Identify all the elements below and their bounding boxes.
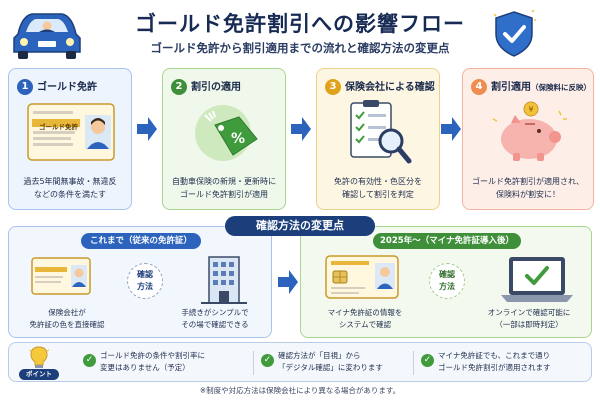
step-2-description: 自動車保険の新規・更新時に ゴールド免許割引が適用 bbox=[163, 175, 285, 201]
laptop-check-icon bbox=[501, 257, 573, 302]
flow-arrow-icon bbox=[291, 117, 311, 141]
point-text-line: ゴールド免許割引が適用されます bbox=[438, 363, 551, 372]
checklist-magnifier-icon bbox=[350, 100, 412, 164]
point-text-line: 確認方法が「目視」から bbox=[278, 351, 361, 360]
point-label: ポイント bbox=[19, 369, 59, 380]
panel-text-line: マイナ免許証の情報を bbox=[327, 308, 403, 317]
step-title-text: ゴールド免許 bbox=[37, 82, 97, 93]
card-label: ゴールド免許 bbox=[39, 123, 78, 131]
step-1-gold-license: 1 ゴールド免許 ゴールド免許 過去5年間無事故・無違反 などの条件を満たす bbox=[8, 68, 132, 210]
step-3-description: 免許の有効性・色区分を 確認して割引を判定 bbox=[317, 175, 439, 201]
panel-text-line: その場で確認できる bbox=[181, 320, 249, 329]
check-icon: ✓ bbox=[421, 354, 434, 367]
bubble-text-line: 確認 bbox=[137, 270, 153, 279]
panel-text-line: 手続きがシンプルで bbox=[181, 308, 249, 317]
discount-tag-symbol: % bbox=[231, 131, 246, 147]
point-item-text: ゴールド免許の条件や割引率に 変更はありません（予定） bbox=[100, 350, 205, 374]
step-title: 1 ゴールド免許 bbox=[17, 78, 97, 95]
old-method-bubble: 確認 方法 bbox=[127, 263, 163, 299]
step-text-line: 免許の有効性・色区分を bbox=[334, 177, 422, 186]
panel-text-line: オンラインで確認可能に bbox=[487, 308, 571, 317]
flow-arrow-icon bbox=[137, 117, 157, 141]
old-method-panel: これまで（従来の免許証） 保険会社が 免許証の色を直接確認 確認 方法 手続きが… bbox=[8, 226, 272, 338]
step-number: 4 bbox=[471, 79, 487, 95]
new-method-left-text: マイナ免許証の情報を システムで確認 bbox=[307, 307, 423, 331]
step-text-line: ゴールド免許割引が適用 bbox=[180, 190, 268, 199]
point-divider bbox=[413, 351, 414, 375]
license-card-icon bbox=[31, 257, 91, 295]
step-1-description: 過去5年間無事故・無違反 などの条件を満たす bbox=[9, 175, 131, 201]
step-title-text: 保険会社による確認 bbox=[345, 82, 435, 93]
step-text-line: ゴールド免許割引が適用され、 bbox=[471, 177, 585, 186]
my-number-license-card-icon bbox=[325, 255, 399, 299]
step-4-description: ゴールド免許割引が適用され、 保険料が割安に！ bbox=[463, 175, 593, 201]
new-method-panel: 2025年〜（マイナ免許証導入後） マイナ免許証の情報を システムで確認 確認 … bbox=[300, 226, 592, 338]
step-4-premium-reduced: 4 割引適用（保険料に反映） ¥ ゴールド免許割引が適用され、 保険料が割安に！ bbox=[462, 68, 594, 210]
gold-license-card-icon bbox=[27, 103, 115, 161]
step-text-line: 自動車保険の新規・更新時に bbox=[172, 177, 276, 186]
step-title: 4 割引適用（保険料に反映） bbox=[471, 78, 591, 95]
page-subtitle: ゴールド免許から割引適用までの流れと確認方法の変更点 bbox=[150, 41, 450, 55]
step-number: 1 bbox=[17, 79, 33, 95]
check-icon: ✓ bbox=[83, 354, 96, 367]
office-building-icon bbox=[201, 256, 247, 304]
step-text-line: などの条件を満たす bbox=[34, 190, 106, 199]
step-2-discount: 2 割引の適用 % 自動車保険の新規・更新時に ゴールド免許割引が適用 bbox=[162, 68, 286, 210]
step-number: 3 bbox=[325, 79, 341, 95]
step-title-text: 割引の適用 bbox=[191, 82, 241, 93]
bubble-text-line: 方法 bbox=[137, 282, 153, 291]
step-text-line: 過去5年間無事故・無違反 bbox=[23, 177, 117, 186]
svg-text:¥: ¥ bbox=[528, 105, 533, 114]
point-text-line: 「デジタル確認」に変わります bbox=[278, 363, 383, 372]
check-icon: ✓ bbox=[261, 354, 274, 367]
header: ゴールド免許割引への影響フロー ゴールド免許から割引適用までの流れと確認方法の変… bbox=[0, 0, 600, 66]
discount-tag-icon bbox=[195, 105, 258, 161]
point-text-line: ゴールド免許の条件や割引率に bbox=[100, 351, 205, 360]
bubble-text-line: 確認 bbox=[439, 270, 455, 279]
panel-text-line: 免許証の色を直接確認 bbox=[29, 320, 105, 329]
step-text-line: 確認して割引を判定 bbox=[342, 190, 414, 199]
point-text-line: 変更はありません（予定） bbox=[100, 363, 190, 372]
panel-text-line: システムで確認 bbox=[338, 320, 392, 329]
piggy-bank-icon: ¥ bbox=[492, 101, 567, 161]
step-3-insurer-check: 3 保険会社による確認 免許の有効性・色区分を 確認して割引を判定 bbox=[316, 68, 440, 210]
step-text-line: 保険料が割安に！ bbox=[496, 190, 560, 199]
bubble-text-line: 方法 bbox=[439, 282, 455, 291]
flow-arrow-icon bbox=[441, 117, 461, 141]
point-text-line: マイナ免許証でも、これまで通り bbox=[438, 351, 551, 360]
point-item-text: 確認方法が「目視」から 「デジタル確認」に変わります bbox=[278, 350, 383, 374]
shield-check-icon bbox=[493, 10, 536, 57]
old-method-tag: これまで（従来の免許証） bbox=[81, 233, 201, 249]
new-method-bubble: 確認 方法 bbox=[429, 263, 465, 299]
point-divider bbox=[253, 351, 254, 375]
car-icon bbox=[13, 13, 81, 59]
new-method-tag: 2025年〜（マイナ免許証導入後） bbox=[373, 233, 521, 249]
old-method-right-text: 手続きがシンプルで その場で確認できる bbox=[159, 307, 271, 331]
step-title-note: （保険料に反映） bbox=[531, 83, 591, 92]
panel-text-line: 保険会社が bbox=[48, 308, 86, 317]
point-item-text: マイナ免許証でも、これまで通り ゴールド免許割引が適用されます bbox=[438, 350, 551, 374]
old-method-left-text: 保険会社が 免許証の色を直接確認 bbox=[13, 307, 121, 331]
step-title: 2 割引の適用 bbox=[171, 78, 241, 95]
point-bar: ポイント ✓ ゴールド免許の条件や割引率に 変更はありません（予定） ✓ 確認方… bbox=[8, 342, 592, 382]
footnote: ※制度や対応方法は保険会社により異なる場合があります。 bbox=[199, 386, 401, 395]
changes-section-header: 確認方法の変更点 bbox=[225, 216, 375, 236]
panel-text-line: （一部は即時判定） bbox=[495, 320, 563, 329]
new-method-right-text: オンラインで確認可能に （一部は即時判定） bbox=[469, 307, 589, 331]
page-title: ゴールド免許割引への影響フロー bbox=[135, 12, 465, 36]
step-number: 2 bbox=[171, 79, 187, 95]
step-title: 3 保険会社による確認 bbox=[325, 78, 435, 95]
step-title-text: 割引適用 bbox=[491, 82, 531, 93]
flow-arrow-icon bbox=[278, 270, 298, 294]
lightbulb-icon bbox=[29, 346, 49, 368]
